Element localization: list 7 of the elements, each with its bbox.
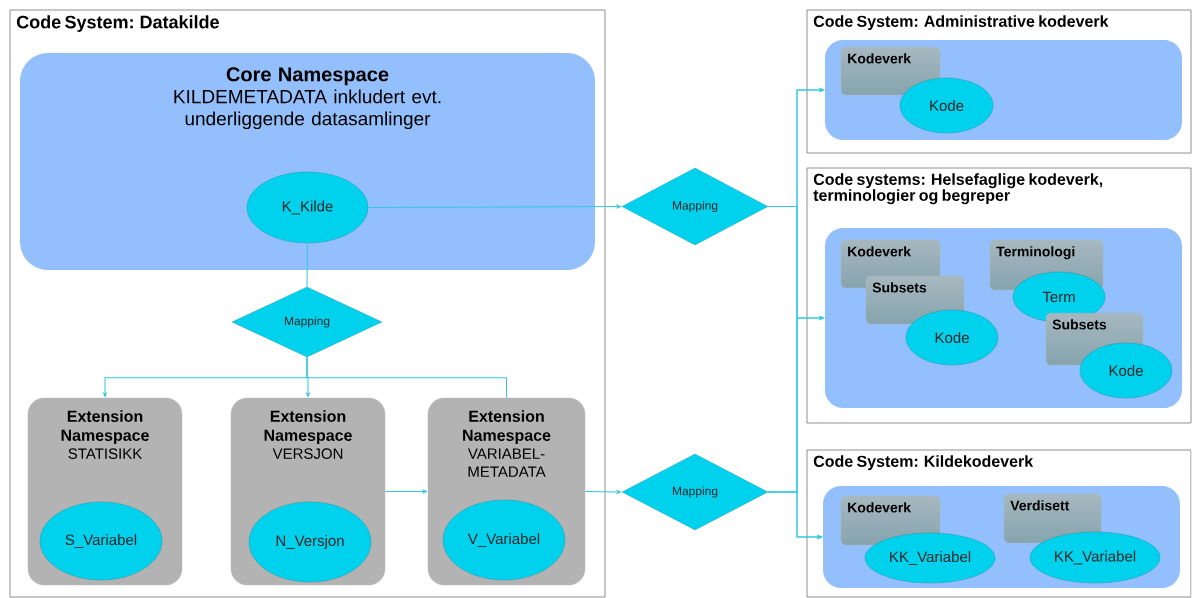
- connector: [306, 356, 507, 399]
- connector: [384, 489, 427, 494]
- connector: [584, 490, 621, 494]
- connector: [306, 242, 308, 288]
- code-set-box: Kodeverk: [840, 46, 941, 96]
- connector: [367, 204, 621, 209]
- connector: [767, 491, 822, 539]
